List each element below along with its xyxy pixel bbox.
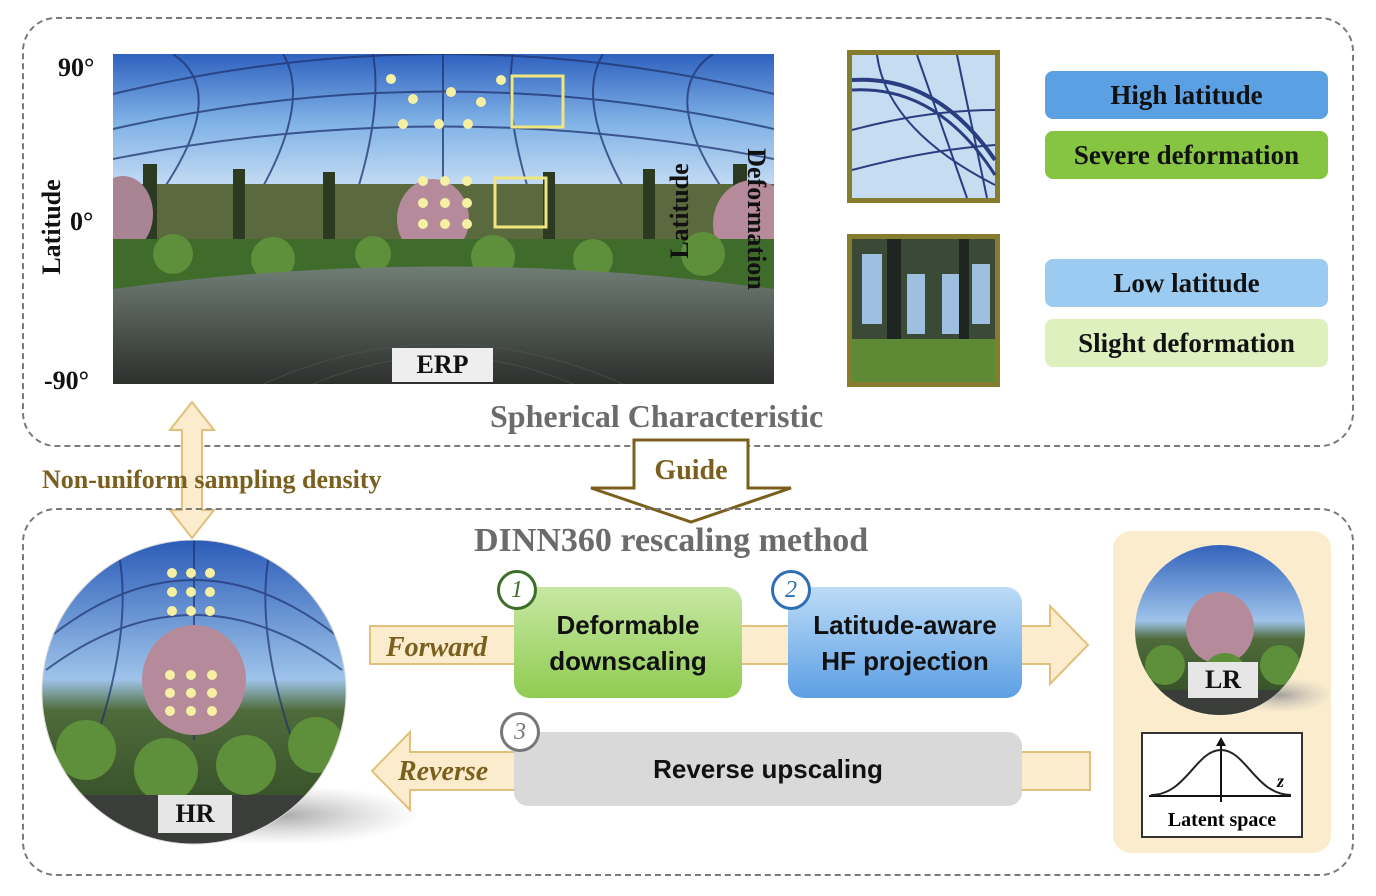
high-latitude-crop	[847, 50, 1000, 203]
severe-deformation-tag: Severe deformation	[1045, 131, 1328, 179]
rescaling-method-panel	[22, 508, 1354, 876]
gaussian-curve	[1150, 748, 1292, 796]
step1-line1: Deformable	[556, 609, 700, 640]
latent-space-chart: z Latent space	[1141, 732, 1303, 838]
lat-label-0: 0°	[70, 207, 94, 236]
low-latitude-crop	[847, 234, 1000, 387]
step1-line2: downscaling	[549, 645, 707, 676]
high-latitude-tag: High latitude	[1045, 71, 1328, 119]
latent-space-label: Latent space	[1168, 809, 1276, 831]
lr-label: LR	[1188, 662, 1258, 698]
sampling-density-label: Non-uniform sampling density	[42, 465, 382, 494]
deformation-vertical-label: Deformation	[742, 148, 771, 290]
slight-deformation-tag: Slight deformation	[1045, 319, 1328, 367]
guide-arrow	[590, 438, 792, 524]
sampling-double-arrow	[167, 400, 217, 540]
latitude-vertical-label: Latitude	[665, 163, 694, 259]
hf-projection-box: Latitude-aware HF projection	[788, 587, 1022, 698]
hr-label: HR	[158, 795, 232, 833]
low-latitude-tag: Low latitude	[1045, 259, 1328, 307]
method-title: DINN360 rescaling method	[474, 522, 869, 559]
forward-label: Forward	[386, 632, 488, 663]
step2-line2: HF projection	[821, 645, 989, 676]
guide-label: Guide	[654, 455, 728, 486]
step1-number: 1	[497, 570, 537, 610]
step2-line1: Latitude-aware	[813, 609, 997, 640]
lat-label-minus-90: -90°	[44, 366, 90, 395]
step3-number: 3	[500, 712, 540, 752]
step2-number: 2	[771, 570, 811, 610]
hr-sphere-image	[41, 540, 416, 845]
erp-label: ERP	[392, 348, 493, 382]
erp-panorama-image	[113, 54, 774, 384]
deformable-downscaling-box: Deformable downscaling	[514, 587, 742, 698]
spherical-characteristic-title: Spherical Characteristic	[490, 398, 824, 434]
latent-y-arrowhead	[1216, 737, 1226, 746]
step3-text: Reverse upscaling	[653, 754, 883, 784]
latitude-axis-label: Latitude	[37, 179, 66, 275]
lat-label-90: 90°	[58, 53, 95, 82]
reverse-upscaling-box: Reverse upscaling	[514, 732, 1022, 806]
latent-axis-label: z	[1276, 771, 1284, 791]
reverse-label: Reverse	[398, 756, 489, 787]
